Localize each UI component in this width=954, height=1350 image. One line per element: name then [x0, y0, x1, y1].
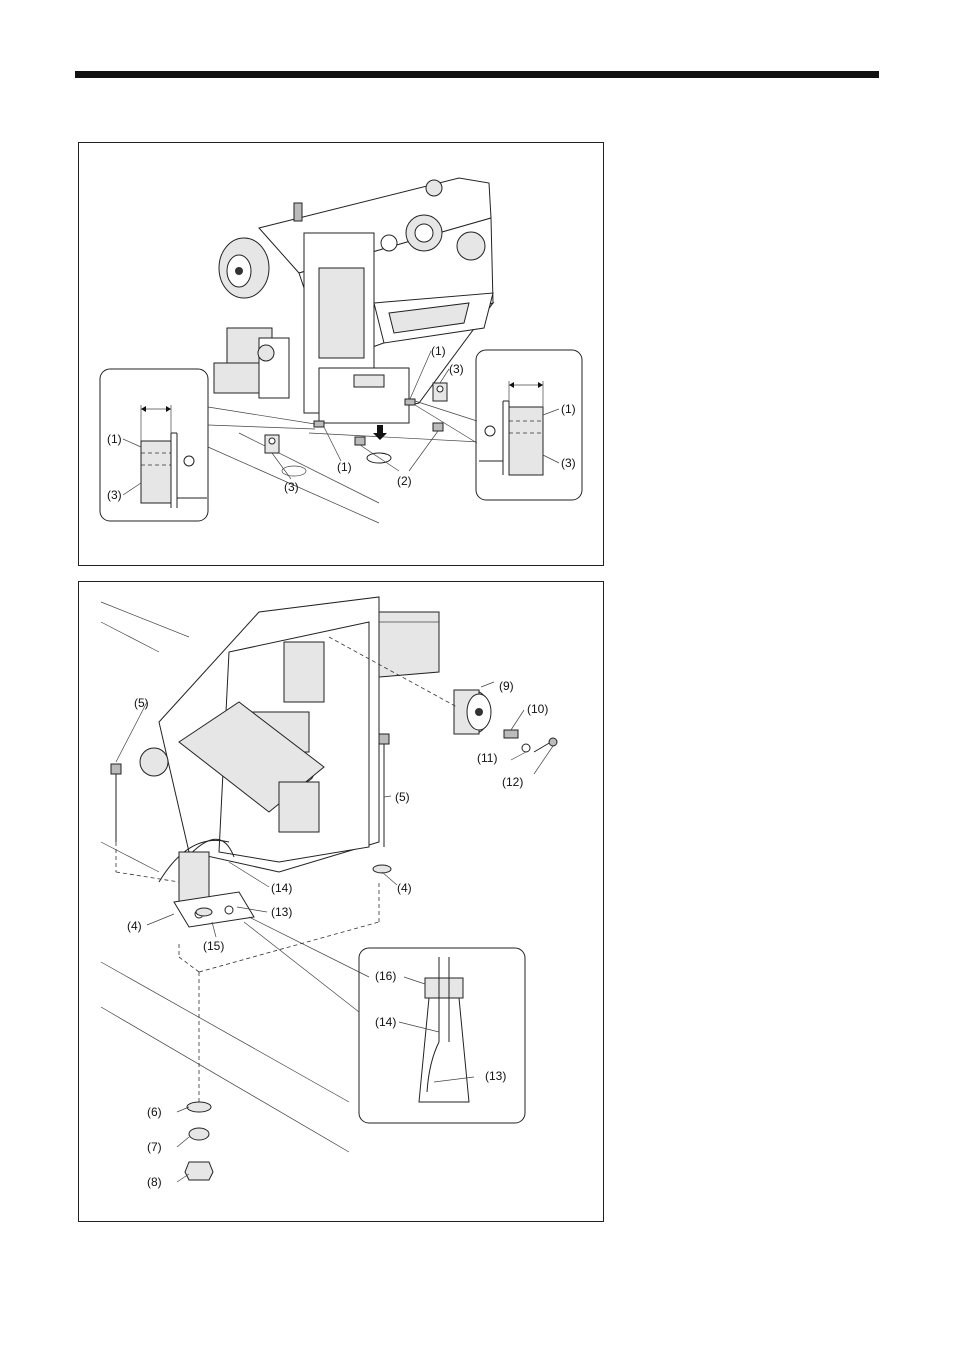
callout-3-detail-left: (3): [107, 488, 122, 502]
callout-12-screw: (12): [502, 775, 523, 789]
callout-6-washer: (6): [147, 1105, 162, 1119]
callout-9-bumper: (9): [499, 679, 514, 693]
callout-4-cushion-right: (4): [397, 881, 412, 895]
callout-14-detail: (14): [375, 1015, 396, 1029]
callout-1-pin-left: (1): [337, 460, 352, 474]
callout-3-cushion-right: (3): [449, 362, 464, 376]
callout-3-cushion-left: (3): [284, 480, 299, 494]
callout-1-detail-left: (1): [107, 432, 122, 446]
callout-13-detail: (13): [485, 1069, 506, 1083]
callout-10-spacer: (10): [527, 702, 548, 716]
callout-14-tube: (14): [271, 881, 292, 895]
figure-2-underside-assembly-illustration: (5) (9) (10) (11) (12) (5) (14) (13) (4)…: [78, 581, 604, 1222]
callout-2-parts: (2): [397, 474, 412, 488]
callout-13-wick: (13): [271, 905, 292, 919]
callout-8-nut: (8): [147, 1175, 162, 1189]
callout-1-detail-right: (1): [561, 402, 576, 416]
underside-assembly-drawing: (5) (9) (10) (11) (12) (5) (14) (13) (4)…: [79, 582, 605, 1223]
callout-11-washer: (11): [477, 751, 497, 765]
callout-1-pin-right: (1): [431, 344, 446, 358]
figure-1-machine-head-illustration: (1) (3) (3) (1) (2) (1) (3) (1) (3): [78, 142, 604, 566]
callout-5-bolt-right: (5): [395, 790, 410, 804]
callout-16-cap: (16): [375, 969, 396, 983]
header-rule: [75, 71, 879, 78]
callout-5-bolt-left: (5): [134, 696, 149, 710]
callout-4-cushion-left: (4): [127, 919, 142, 933]
callout-3-detail-right: (3): [561, 456, 576, 470]
callout-15-bracket: (15): [203, 939, 224, 953]
machine-head-drawing: (1) (3) (3) (1) (2) (1) (3) (1) (3): [79, 143, 605, 567]
callout-7-spring-washer: (7): [147, 1140, 162, 1154]
